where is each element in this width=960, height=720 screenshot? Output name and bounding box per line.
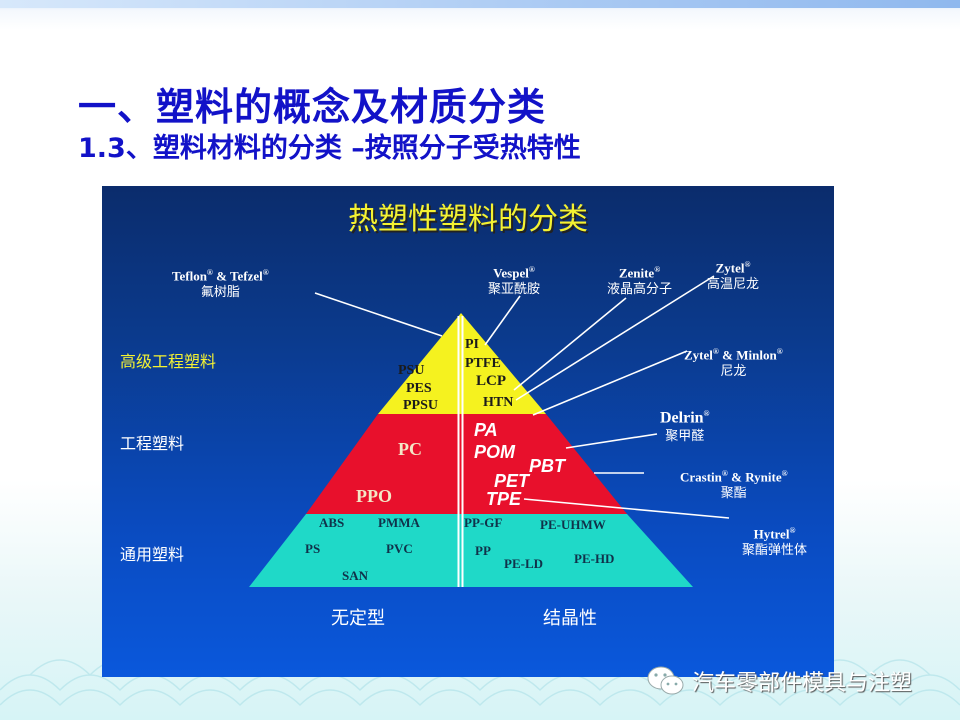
thermoplastic-classification-diagram: 热塑性塑料的分类 高级工程塑料 工程塑料 通用塑料 Teflon® & Tefz… [102,186,834,677]
brand-teflon-tefzel: Teflon® & Tefzel® 氟树脂 [172,268,269,301]
brand-delrin: Delrin® 聚甲醛 [660,409,710,445]
material-psu: PSU [398,363,425,378]
material-pa: PA [474,420,498,440]
material-pmma: PMMA [378,515,420,530]
brand-zytel-minlon: Zytel® & Minlon® 尼龙 [684,347,783,380]
brand-zytel-htn: Zytel® 高温尼龙 [707,260,760,293]
column-label-amorphous: 无定型 [331,608,385,629]
watermark-text: 汽车零部件模具与注塑 [692,671,913,696]
level-label-general: 通用塑料 [120,545,185,564]
material-pp-gf: PP-GF [464,515,503,530]
brand-zenite: Zenite® 液晶高分子 [607,265,673,298]
watermark: 汽车零部件模具与注塑 [646,665,912,697]
material-pp: PP [475,543,491,558]
brand-hytrel: Hytrel® 聚酯弹性体 [742,526,808,559]
material-pvc: PVC [386,541,413,556]
material-lcp: LCP [476,373,506,389]
wechat-icon [647,666,684,695]
material-san: SAN [342,568,369,583]
diagram-title: 热塑性塑料的分类 [348,202,588,237]
pyramid-graphic [249,275,730,587]
level-label-engineering: 工程塑料 [120,434,185,453]
level-label-advanced: 高级工程塑料 [120,352,217,371]
pyramid-tier-general [249,514,693,587]
slide-top-bar [0,0,960,8]
material-pbt: PBT [529,456,565,476]
brand-crastin-rynite: Crastin® & Rynite® 聚酯 [680,469,788,502]
material-pes: PES [406,381,432,396]
material-ps: PS [305,541,321,556]
pyramid-tier-engineering [306,414,627,514]
brand-vespel: Vespel® 聚亚酰胺 [488,265,541,298]
slide-subtitle: 1.3、塑料材料的分类 –按照分子受热特性 [78,133,581,164]
material-pet: PET [494,471,530,491]
material-ptfe: PTFE [465,356,501,371]
brand-leader-lines [314,275,730,519]
column-label-crystalline: 结晶性 [543,608,597,629]
material-pe-ld: PE-LD [504,556,543,571]
material-tpe: TPE [486,489,522,509]
material-pi: PI [465,337,479,352]
material-pc: PC [398,439,422,459]
material-pom: POM [474,442,516,462]
material-htn: HTN [483,395,514,410]
slide-title: 一、塑料的概念及材质分类 [78,85,547,129]
material-abs: ABS [319,515,345,530]
material-ppsu: PPSU [403,398,438,413]
material-pe-hd: PE-HD [574,551,615,566]
material-pe-uhmw: PE-UHMW [540,517,606,532]
material-ppo: PPO [356,486,392,506]
